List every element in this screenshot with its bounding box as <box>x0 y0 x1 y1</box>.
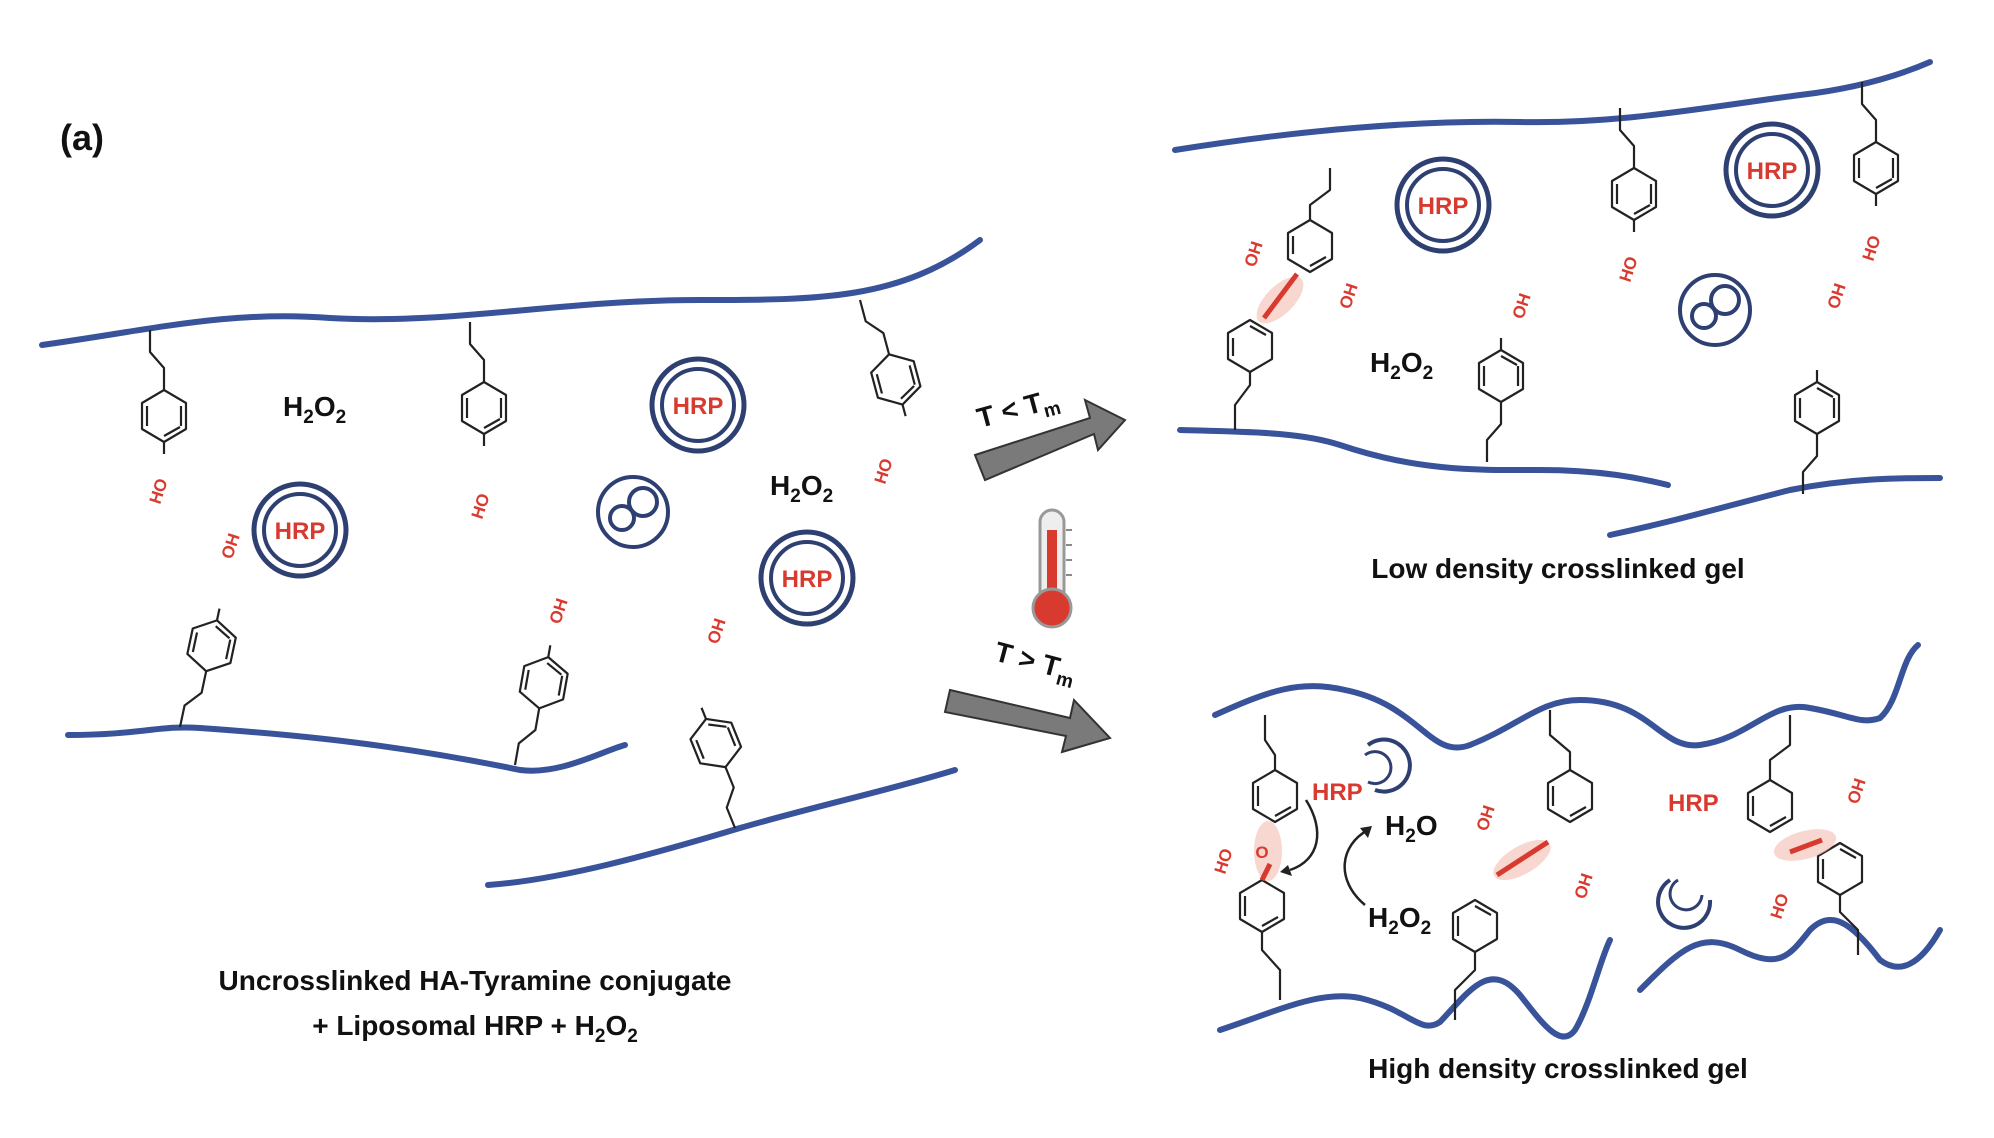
liposome-hrp: HRP <box>1394 156 1492 254</box>
svg-text:HRP: HRP <box>275 518 326 545</box>
tyramine-group <box>680 698 770 833</box>
tyramine-group <box>460 320 508 448</box>
svg-text:OH: OH <box>1844 776 1870 806</box>
svg-text:OH: OH <box>1571 871 1597 901</box>
oh-label: OH <box>218 531 244 561</box>
svg-text:OH: OH <box>1336 281 1362 311</box>
left-panel: HO HO HO OH OH OH H2O2 H2O2 HRP HRP HRP <box>39 237 983 1047</box>
ho-label: HO <box>1859 233 1885 263</box>
svg-text:HRP: HRP <box>1747 158 1798 185</box>
svg-text:T > Tm: T > Tm <box>990 636 1080 693</box>
h2o2-label: H2O2 <box>1368 902 1431 939</box>
ho-label: HO <box>468 491 494 521</box>
svg-text:OH: OH <box>1473 803 1499 833</box>
ruptured-liposome <box>1668 878 1704 912</box>
liposome-hrp: HRP <box>758 529 856 627</box>
svg-text:HRP: HRP <box>1418 193 1469 220</box>
svg-text:OH: OH <box>1241 239 1267 269</box>
tyramine-group <box>1793 368 1841 496</box>
ho-label: HO <box>871 456 897 486</box>
panel-label: (a) <box>60 117 104 158</box>
high-density-panel: O HO HRP H2O H2O2 OH OH HRP <box>1211 642 1943 1084</box>
liposome-hrp: HRP <box>649 356 747 454</box>
oh-label: OH <box>704 616 730 646</box>
h2o2-label: H2O2 <box>770 470 833 507</box>
tyramine-group <box>171 602 243 736</box>
left-caption-line1: Uncrosslinked HA-Tyramine conjugate <box>219 965 732 996</box>
high-density-caption: High density crosslinked gel <box>1368 1053 1748 1084</box>
tyramine-group <box>140 328 188 456</box>
svg-text:HO: HO <box>1767 891 1793 921</box>
empty-liposome <box>596 475 670 549</box>
tyramine-group <box>851 289 928 423</box>
low-density-panel: OH OH HO HO OH OH H2O2 HRP HRP Low densi… <box>1172 59 1943 584</box>
ruptured-liposome <box>1364 750 1393 786</box>
tyramine-group <box>1852 80 1900 208</box>
h2o-label: H2O <box>1385 810 1438 847</box>
ha-chain <box>485 767 958 888</box>
liposome-hrp: HRP <box>251 481 349 579</box>
arrow-low-temp: T < Tm <box>974 387 1127 482</box>
tyramine-dimer: O HO <box>1211 715 1319 1000</box>
ho-label: HO <box>146 476 172 506</box>
liposome-hrp: HRP <box>1723 121 1821 219</box>
svg-text:HO: HO <box>1211 846 1237 876</box>
left-caption-line2: + Liposomal HRP + H2O2 <box>312 1010 638 1047</box>
thermometer-icon <box>1031 508 1073 629</box>
tyramine-dimer: OH OH <box>1226 168 1362 430</box>
hrp-free-label: HRP <box>1312 779 1363 806</box>
h2o2-label: H2O2 <box>1370 347 1433 384</box>
empty-liposome <box>1678 273 1752 347</box>
hrp-free-label: HRP <box>1668 790 1719 817</box>
reaction-arrow-icon <box>1343 828 1369 906</box>
tyramine-group <box>506 640 574 773</box>
oh-label: OH <box>1509 291 1535 321</box>
svg-text:HRP: HRP <box>782 566 833 593</box>
tyramine-dimer: OH OH <box>1451 710 1597 1020</box>
tyramine-group <box>1477 336 1525 464</box>
ruptured-liposome <box>1366 737 1412 794</box>
tyramine-dimer: HO OH <box>1746 715 1870 955</box>
tyramine-group <box>1610 106 1658 234</box>
ho-label: HO <box>1616 254 1642 284</box>
ha-chain <box>39 237 983 348</box>
svg-text:O: O <box>1255 843 1268 862</box>
ruptured-liposome <box>1656 878 1713 930</box>
h2o2-label: H2O2 <box>283 391 346 428</box>
svg-text:HRP: HRP <box>673 393 724 420</box>
oh-label: OH <box>1824 281 1850 311</box>
ha-chain <box>65 724 628 774</box>
arrow-high-temp: T > Tm <box>943 636 1112 754</box>
oh-label: OH <box>546 596 572 626</box>
low-density-caption: Low density crosslinked gel <box>1371 553 1744 584</box>
